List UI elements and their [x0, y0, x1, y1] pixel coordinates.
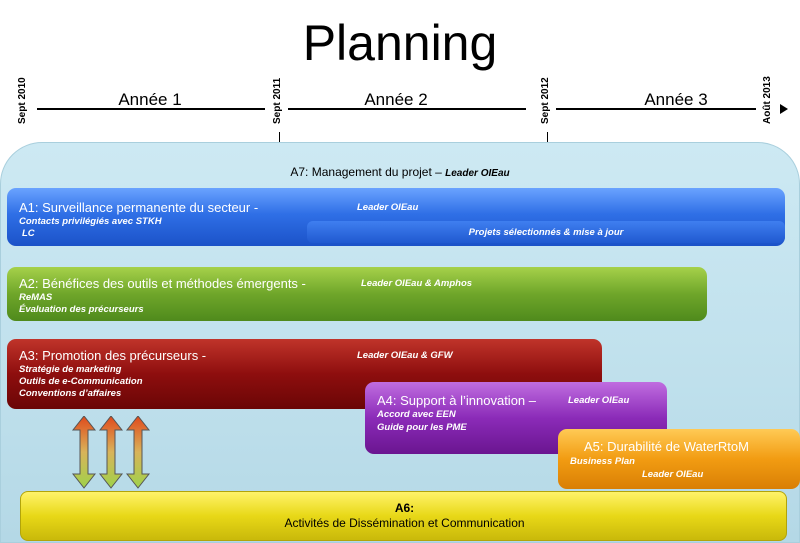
a1-item-2: LC [22, 228, 35, 239]
year-label-1: Année 1 [118, 90, 182, 109]
a4-item-2: Guide pour les PME [377, 422, 467, 433]
a1-sub-bar-label: Projets sélectionnés & mise à jour [468, 227, 624, 238]
a2-title: A2: Bénéfices des outils et méthodes éme… [19, 276, 306, 291]
a5-item-1: Business Plan [570, 456, 635, 467]
date-label-4: Août 2013 [762, 76, 773, 124]
a6-title: Activités de Dissémination et Communicat… [284, 516, 525, 530]
a2-leader: Leader OIEau & Amphos [361, 278, 473, 289]
a5-leader: Leader OIEau [642, 469, 704, 480]
a7-label: A7: Management du projet – Leader OIEau [0, 165, 800, 179]
year-label-3: Année 3 [644, 90, 708, 109]
a3-item-2: Outils de e-Communication [19, 376, 143, 387]
a1-title: A1: Surveillance permanente du secteur - [19, 200, 259, 215]
a3-item-3: Conventions d’affaires [19, 388, 122, 399]
a1-leader: Leader OIEau [357, 202, 419, 213]
a2-item-1: ReMAS [19, 292, 53, 303]
page-title: Planning [302, 15, 498, 71]
a4-leader: Leader OIEau [568, 395, 630, 406]
a7-title: A7: Management du projet – [290, 165, 446, 179]
a2-item-2: Évaluation des précurseurs [19, 304, 144, 315]
a3-activity-bar: A3: Promotion des précurseurs - Leader O… [7, 339, 602, 409]
timeline-segment-3 [556, 108, 756, 110]
date-label-1: Sept 2010 [17, 77, 28, 124]
a3-item-1: Stratégie de marketing [19, 364, 122, 375]
double-arrows-icon [71, 416, 151, 489]
a4-title: A4: Support à l’innovation – [377, 393, 536, 408]
timeline-segment-2 [288, 108, 526, 110]
a7-leader: Leader OIEau [445, 168, 510, 179]
a6-activity-bar: A6: Activités de Dissémination et Commun… [20, 491, 787, 541]
timeline-tick-2 [279, 132, 280, 142]
timeline-arrow-icon [780, 104, 788, 114]
date-label-3: Sept 2012 [540, 77, 551, 124]
a1-sub-bar: Projets sélectionnés & mise à jour [307, 221, 785, 243]
timeline-segment-1 [37, 108, 265, 110]
a1-item-1: Contacts privilégiés avec STKH [19, 216, 162, 227]
a4-item-1: Accord avec EEN [377, 409, 456, 420]
date-label-2: Sept 2011 [272, 77, 283, 124]
a1-activity-bar: A1: Surveillance permanente du secteur -… [7, 188, 785, 246]
a3-title: A3: Promotion des précurseurs - [19, 348, 207, 363]
a2-activity-bar: A2: Bénéfices des outils et méthodes éme… [7, 267, 707, 321]
a5-activity-bar: A5: Durabilité de WaterRtoM Business Pla… [558, 429, 800, 489]
a3-leader: Leader OIEau & GFW [357, 350, 453, 361]
year-label-2: Année 2 [364, 90, 428, 109]
a6-label: A6: [394, 501, 415, 515]
timeline-tick-3 [547, 132, 548, 142]
a5-title: A5: Durabilité de WaterRtoM [584, 439, 749, 454]
